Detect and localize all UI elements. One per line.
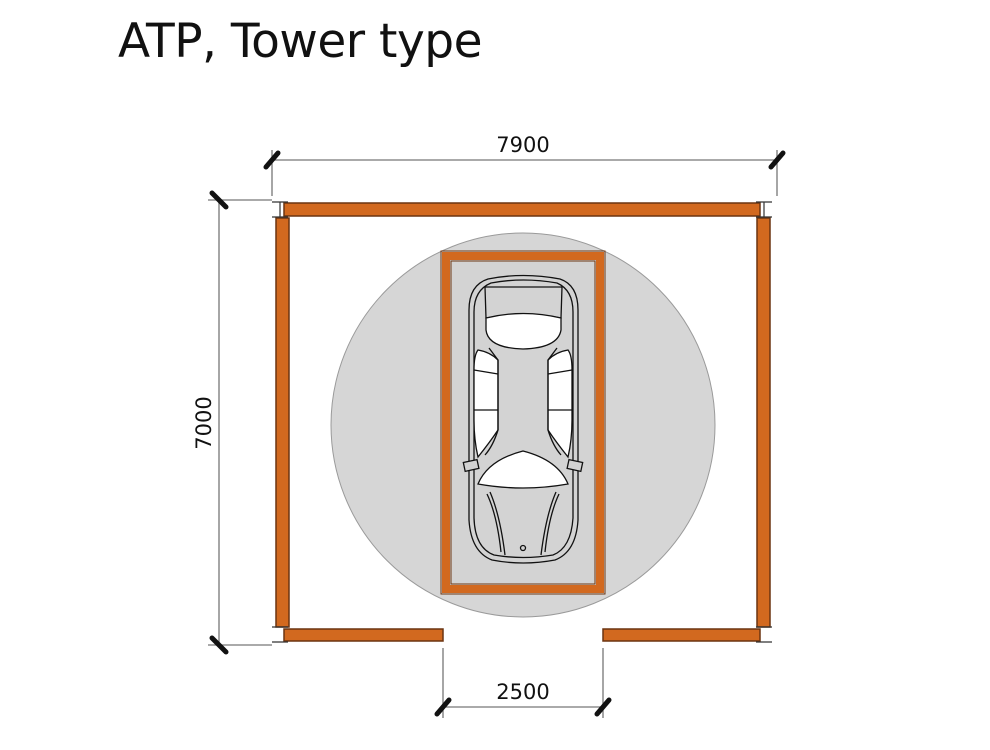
corner-joints — [272, 201, 772, 643]
dimension-depth-label: 7000 — [192, 396, 216, 449]
dimension-width-label: 7900 — [496, 133, 549, 157]
car-icon — [462, 274, 584, 564]
wall-top — [283, 202, 761, 217]
dimension-entrance-label: 2500 — [496, 680, 549, 704]
wall-right — [756, 217, 771, 628]
dimension-entrance: 2500 — [434, 648, 612, 718]
wall-left — [275, 217, 290, 628]
wall-bottom-left — [283, 628, 444, 642]
dimension-depth: 7000 — [192, 190, 272, 655]
walls — [275, 202, 771, 642]
dimension-width: 7900 — [263, 133, 786, 196]
page-title: ATP, Tower type — [118, 14, 483, 69]
wall-bottom-right — [602, 628, 761, 642]
